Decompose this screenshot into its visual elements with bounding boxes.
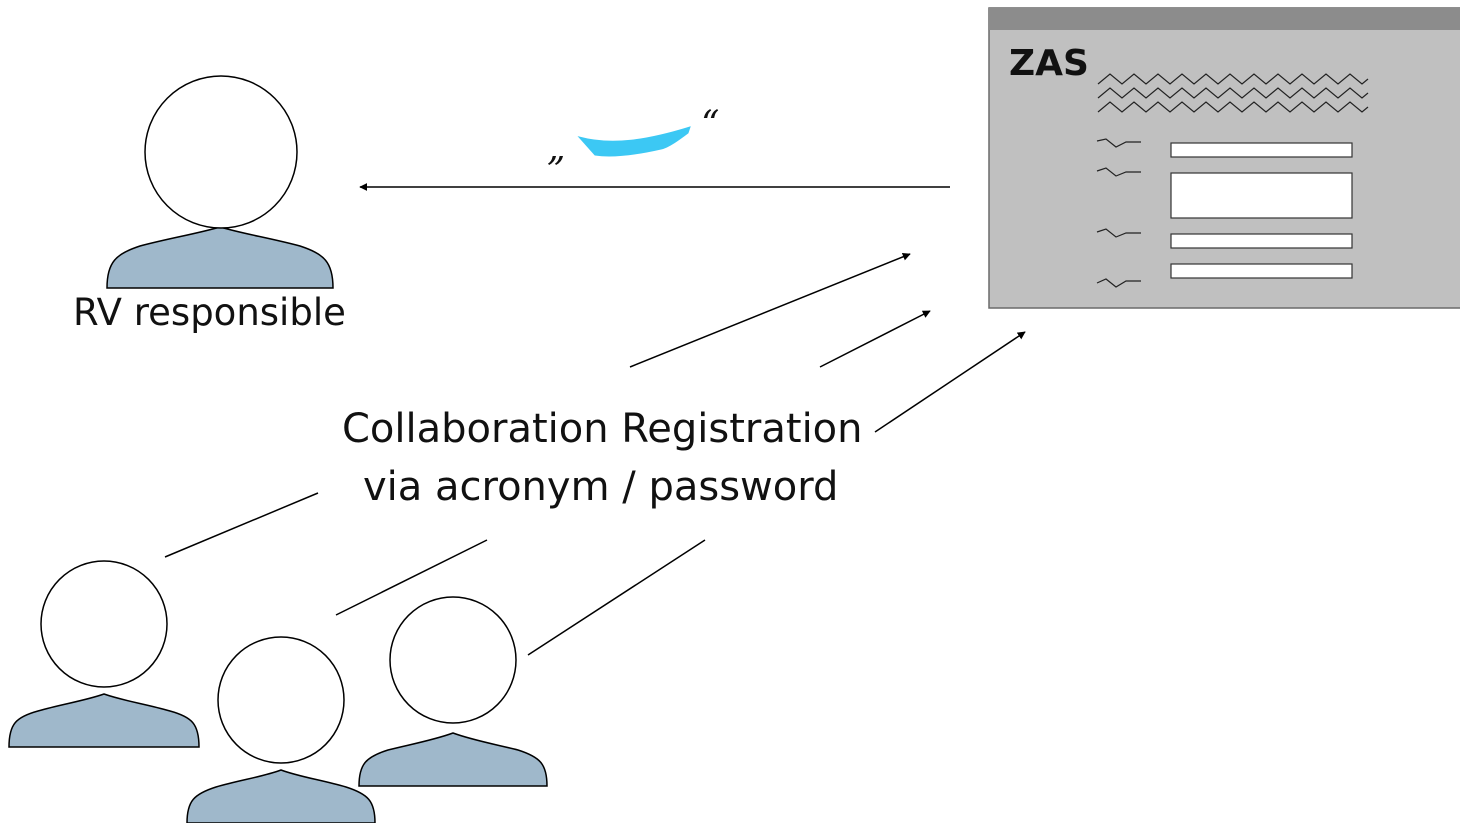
collaborator-3-body <box>358 732 548 787</box>
zas-window-frame <box>988 7 1460 309</box>
rv-responsible-person <box>106 75 334 289</box>
zas-window <box>988 7 1460 309</box>
collaborator-1-head <box>40 560 168 688</box>
quote-open-mark: „ <box>547 128 566 169</box>
rv-responsible-head <box>144 75 298 229</box>
arrow-registration-3 <box>874 331 1026 433</box>
zas-field-label-marks <box>1096 138 1141 288</box>
zas-input-field-3 <box>1170 233 1353 249</box>
collaborator-2-body <box>186 769 376 823</box>
collaborator-3-head <box>389 596 517 724</box>
zas-input-field-4 <box>1170 263 1353 279</box>
arrow-registration-2 <box>819 310 931 368</box>
zas-title: ZAS <box>1009 43 1089 84</box>
collaborator-person-2 <box>186 636 376 823</box>
zas-window-titlebar <box>989 8 1460 30</box>
connector-collaborator-1 <box>164 492 319 558</box>
collaborator-1-body <box>8 693 200 748</box>
registration-caption-line2: via acronym / password <box>363 464 839 510</box>
collaborator-person-3 <box>358 596 548 787</box>
zas-input-field-2 <box>1170 172 1353 219</box>
connector-collaborator-2 <box>335 539 488 616</box>
registration-caption-line1: Collaboration Registration <box>342 406 863 452</box>
collaborator-person-1 <box>8 560 200 748</box>
arrow-registration-1 <box>629 252 911 368</box>
zas-text-squiggles <box>1097 73 1369 113</box>
collaborator-2-head <box>217 636 345 764</box>
zas-input-field-1 <box>1170 142 1353 158</box>
document-icon <box>577 126 691 157</box>
connector-collaborator-3 <box>527 539 706 656</box>
rv-responsible-body <box>106 226 334 289</box>
rv-responsible-label: RV responsible <box>73 291 346 334</box>
quote-close-mark: “ <box>701 104 720 145</box>
